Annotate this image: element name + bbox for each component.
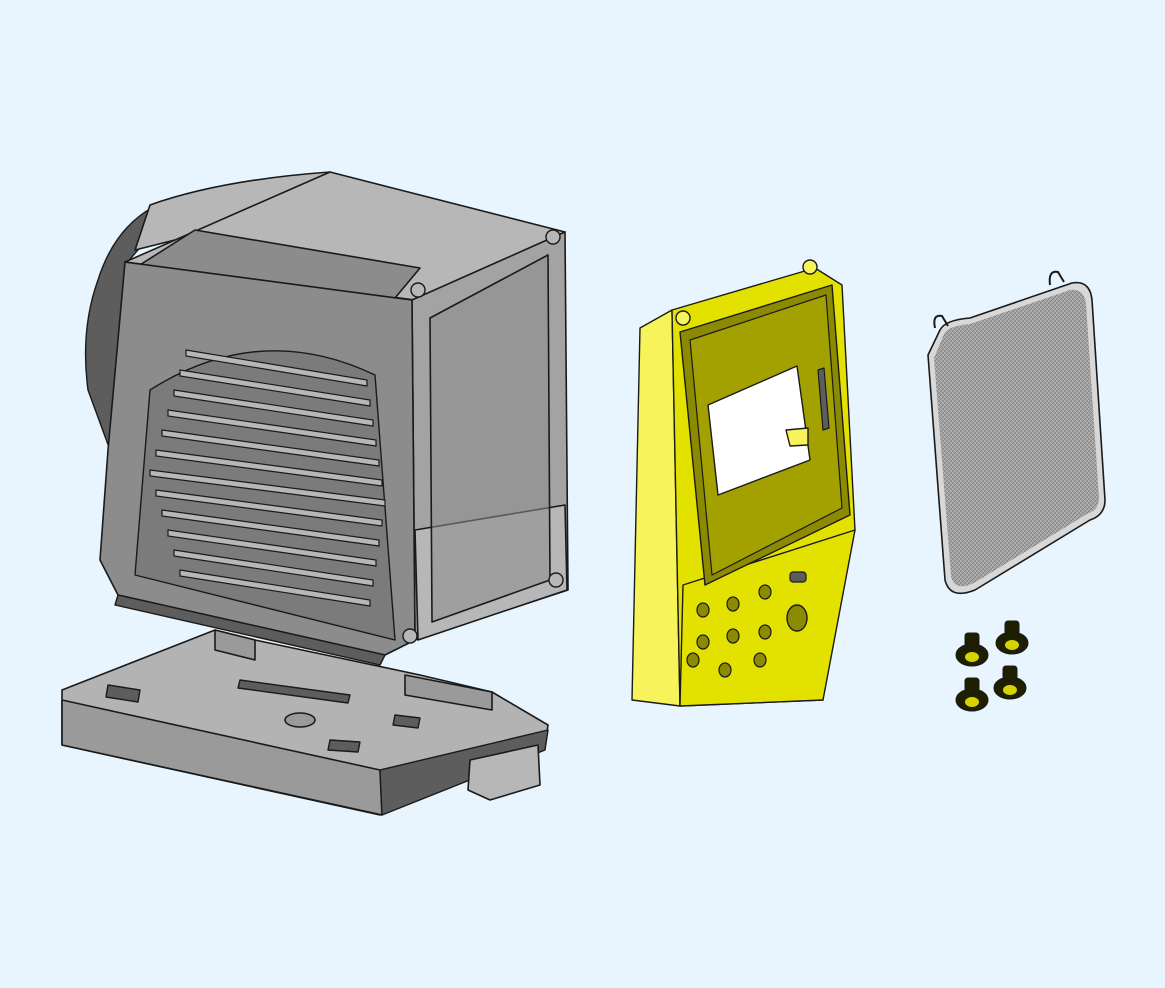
base-tray-icon[interactable] <box>61 629 549 816</box>
bezel-control-hole <box>696 634 710 650</box>
housing-corner-bolt <box>410 282 426 298</box>
bezel-mount-tab <box>675 310 691 326</box>
bezel-clip <box>785 427 809 447</box>
fastener-set <box>955 620 1029 712</box>
bezel-card-slot <box>817 367 830 431</box>
fastener-icon[interactable] <box>955 632 989 667</box>
grille-slot <box>173 549 374 587</box>
housing-corner-bolt <box>548 572 564 588</box>
bezel-control-hole <box>758 624 772 640</box>
tray-rail <box>237 679 351 704</box>
filter-mesh <box>934 289 1099 587</box>
tray-hole <box>284 712 316 728</box>
grille-slot <box>149 469 386 507</box>
bezel-mount-tab <box>802 259 818 275</box>
grille-slot <box>185 349 368 387</box>
bezel-display-window <box>707 365 811 496</box>
grille-slot <box>179 369 371 407</box>
housing-corner-bolt <box>545 229 561 245</box>
fastener-icon[interactable] <box>995 620 1029 655</box>
fastener-icon[interactable] <box>955 677 989 712</box>
tray-wall <box>404 674 493 711</box>
housing-rear-shroud <box>84 194 186 451</box>
grille-slot <box>173 389 374 427</box>
bezel-control-hole <box>726 596 740 612</box>
bezel-switch <box>789 571 807 583</box>
tray-rail <box>105 684 141 703</box>
grille-slots <box>149 349 386 607</box>
mesh-filter-icon[interactable] <box>927 270 1106 595</box>
front-bezel-icon[interactable] <box>631 259 856 707</box>
grille-slot <box>179 569 371 607</box>
bezel-control-hole <box>696 602 710 618</box>
grille-slot <box>161 429 380 467</box>
grille-slot <box>167 409 377 447</box>
filter-hook <box>1048 270 1065 286</box>
bezel-control-hole <box>686 652 700 668</box>
fan-housing-icon[interactable] <box>84 171 569 666</box>
bezel-control-hole <box>726 628 740 644</box>
tray-rear-wall <box>214 629 256 661</box>
bezel-control-hole <box>718 662 732 678</box>
tray-rail <box>392 714 421 729</box>
bezel-control-hole <box>758 584 772 600</box>
housing-corner-bolt <box>402 628 418 644</box>
fastener-icon[interactable] <box>993 665 1027 700</box>
tray-connector <box>467 744 541 801</box>
grille-slot <box>161 509 380 547</box>
bezel-control-holes <box>686 584 772 678</box>
bezel-control-hole <box>753 652 767 668</box>
grille-slot <box>155 449 383 487</box>
housing-open-end-inner <box>429 254 551 623</box>
tray-slot <box>327 739 361 753</box>
grille-slot <box>167 529 377 567</box>
housing-bottom-ledge <box>114 594 386 666</box>
bezel-large-port <box>786 604 808 632</box>
filter-hook <box>933 314 949 329</box>
grille-slot <box>155 489 383 527</box>
